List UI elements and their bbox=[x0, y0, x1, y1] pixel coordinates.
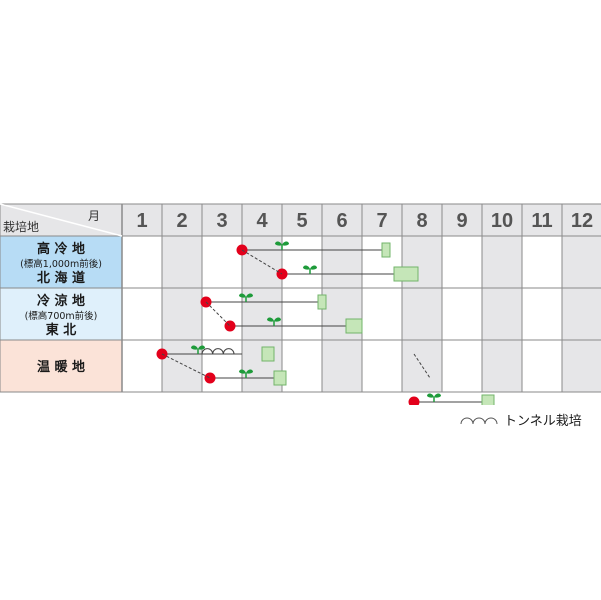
seedling-leaf-right bbox=[434, 393, 441, 398]
sowing-connector bbox=[241, 249, 283, 275]
seedling-icon bbox=[275, 241, 289, 250]
month-label-8: 8 bbox=[416, 210, 427, 232]
region-cell-bg bbox=[0, 340, 122, 392]
seedling-leaf-right bbox=[246, 369, 253, 374]
month-label-11: 11 bbox=[531, 210, 552, 232]
header-diagonal bbox=[0, 203, 123, 237]
seedling-icon bbox=[267, 317, 281, 326]
red-dot-icon bbox=[204, 372, 216, 384]
tunnel-arc-icon bbox=[201, 348, 235, 355]
seedling-leaf-right bbox=[282, 241, 289, 246]
seedling-leaf-right bbox=[274, 317, 281, 322]
seedling-icon bbox=[303, 265, 317, 274]
seedling-leaf-left bbox=[239, 369, 246, 374]
region-elevation: (標高1,000m前後) bbox=[20, 258, 102, 270]
month-label-5: 5 bbox=[296, 210, 307, 232]
month-label-9: 9 bbox=[456, 210, 467, 232]
month-shade-12 bbox=[562, 236, 601, 392]
harvest-box-icon bbox=[381, 242, 391, 258]
region-elevation: (標高700m前後) bbox=[25, 310, 98, 322]
sowing-connector bbox=[161, 353, 211, 379]
seedling-icon bbox=[427, 393, 441, 402]
region-cell-bg bbox=[0, 288, 122, 340]
month-label-3: 3 bbox=[216, 210, 227, 232]
month-label-10: 10 bbox=[491, 210, 513, 232]
seedling-icon bbox=[191, 345, 205, 354]
region-name: 温 暖 地 bbox=[37, 359, 85, 375]
harvest-box-icon bbox=[317, 294, 327, 310]
month-label-7: 7 bbox=[376, 210, 387, 232]
harvest-box-icon bbox=[261, 346, 275, 362]
region-area: 東 北 bbox=[46, 322, 77, 338]
region-area: 北 海 道 bbox=[37, 270, 85, 286]
month-shade-4 bbox=[242, 236, 282, 392]
seedling-leaf-right bbox=[310, 265, 317, 270]
month-label-6: 6 bbox=[336, 210, 347, 232]
sowing-connector bbox=[205, 301, 231, 327]
month-shade-10 bbox=[482, 236, 522, 392]
month-shade-2 bbox=[162, 236, 202, 392]
seedling-icon bbox=[239, 369, 253, 378]
harvest-box-icon bbox=[393, 266, 419, 282]
seedling-leaf-left bbox=[239, 293, 246, 298]
month-label-1: 1 bbox=[136, 210, 147, 232]
harvest-box-icon bbox=[481, 394, 495, 405]
seedling-leaf-left bbox=[275, 241, 282, 246]
header-region-label: 栽培地 bbox=[3, 219, 39, 234]
red-dot-icon bbox=[408, 396, 420, 405]
harvest-box-icon bbox=[273, 370, 287, 386]
tunnel-arc-icon bbox=[460, 417, 498, 424]
seedling-leaf-left bbox=[427, 393, 434, 398]
seedling-leaf-left bbox=[303, 265, 310, 270]
month-label-12: 12 bbox=[571, 210, 593, 232]
month-label-2: 2 bbox=[176, 210, 187, 232]
seedling-icon bbox=[239, 293, 253, 302]
seedling-leaf-right bbox=[198, 345, 205, 350]
crop-schedule bbox=[200, 293, 327, 310]
crop-schedule bbox=[408, 393, 495, 405]
seedling-leaf-right bbox=[246, 293, 253, 298]
seedling-leaf-left bbox=[267, 317, 274, 322]
month-label-4: 4 bbox=[256, 210, 268, 232]
header-month-label: 月 bbox=[88, 209, 100, 223]
region-cell-bg bbox=[0, 236, 122, 288]
legend-tunnel-label: トンネル栽培 bbox=[504, 414, 582, 429]
legend: トンネル栽培 bbox=[460, 410, 582, 429]
seedling-leaf-left bbox=[191, 345, 198, 350]
crop-schedule bbox=[276, 265, 419, 282]
harvest-box-icon bbox=[345, 318, 363, 334]
month-shade-8 bbox=[402, 236, 442, 392]
region-name: 冷 涼 地 bbox=[37, 293, 85, 309]
month-shade-6 bbox=[322, 236, 362, 392]
region-name: 高 冷 地 bbox=[37, 241, 85, 257]
crop-schedule bbox=[204, 369, 287, 386]
